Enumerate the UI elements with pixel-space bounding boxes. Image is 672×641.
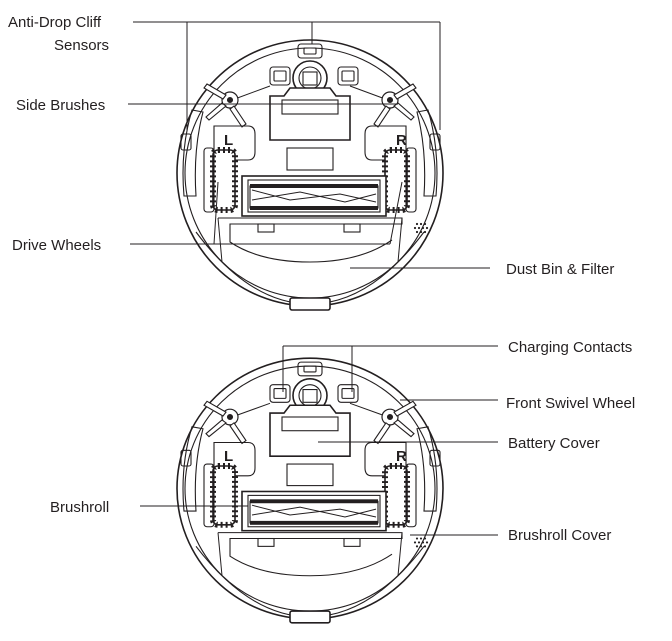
bottom-robot-drawing: L R bbox=[177, 358, 443, 623]
brushroll-label: Brushroll bbox=[50, 499, 109, 516]
top-callout-lines bbox=[128, 21, 490, 269]
dust-bin-label: Dust Bin & Filter bbox=[506, 261, 614, 278]
top-robot-drawing: L R bbox=[177, 40, 443, 310]
side-brushes-label: Side Brushes bbox=[16, 97, 105, 114]
left-wheel-mark: L bbox=[224, 132, 233, 149]
drive-wheels-label: Drive Wheels bbox=[12, 237, 101, 254]
battery-cover-label: Battery Cover bbox=[508, 435, 600, 452]
left-wheel-mark-bottom: L bbox=[224, 449, 233, 465]
bottom-callout-lines bbox=[140, 345, 498, 536]
cliff-sensors-label-line2: Sensors bbox=[54, 37, 109, 54]
right-wheel-mark: R bbox=[396, 132, 407, 149]
cliff-sensors-label-line1: Anti-Drop Cliff bbox=[8, 14, 102, 31]
right-wheel-mark-bottom: R bbox=[396, 449, 407, 465]
front-swivel-wheel-label: Front Swivel Wheel bbox=[506, 395, 635, 412]
charging-contacts-label: Charging Contacts bbox=[508, 339, 632, 356]
brushroll-cover-label: Brushroll Cover bbox=[508, 527, 611, 544]
